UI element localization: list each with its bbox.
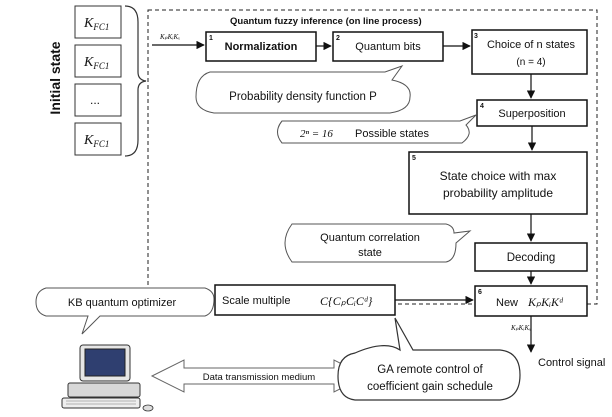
new-formula: KₚKᵢKᵈ bbox=[527, 295, 564, 309]
box-number: 6 bbox=[478, 289, 482, 296]
state-choice-line1: State choice with max bbox=[440, 169, 557, 183]
region-title: Quantum fuzzy inference (on line process… bbox=[230, 16, 422, 27]
ga-line1: GA remote control of bbox=[377, 364, 483, 376]
scale-formula: C{CₚCᵢCᵈ} bbox=[320, 294, 373, 308]
k-fc1-label: KFC1 bbox=[83, 55, 109, 71]
input-gains-label: KₚKᵢKₓ bbox=[159, 33, 180, 41]
output-gains-label: KₚKᵢKₓ bbox=[510, 324, 531, 332]
k-fc1-label: KFC1 bbox=[83, 16, 109, 32]
box-number: 4 bbox=[480, 103, 484, 110]
quantum-bits-label: Quantum bits bbox=[355, 41, 421, 53]
brace-icon bbox=[124, 5, 147, 157]
states-formula: 2ⁿ = 16 bbox=[300, 128, 333, 140]
box-number: 1 bbox=[209, 35, 213, 42]
correlation-line2: state bbox=[358, 247, 382, 259]
computer-icon bbox=[61, 344, 154, 412]
pdf-label: Probability density function P bbox=[229, 91, 377, 103]
superposition-box bbox=[476, 99, 588, 127]
choice-label-line2: (n = 4) bbox=[516, 57, 545, 68]
box-number: 3 bbox=[474, 33, 478, 40]
k-fc1-label: KFC1 bbox=[83, 133, 109, 149]
normalization-label: Normalization bbox=[225, 41, 298, 53]
states-label: Possible states bbox=[355, 128, 429, 140]
decoding-label: Decoding bbox=[507, 252, 556, 264]
transmission-label: Data transmission medium bbox=[203, 372, 316, 383]
choice-label-line1: Choice of n states bbox=[487, 39, 576, 51]
ellipsis-label: ... bbox=[90, 93, 100, 107]
kb-label: KB quantum optimizer bbox=[68, 297, 177, 309]
state-choice-box bbox=[408, 151, 588, 215]
new-label: New bbox=[496, 297, 518, 309]
scale-label: Scale multiple bbox=[222, 295, 290, 307]
initial-state-label: Initial state bbox=[47, 41, 63, 114]
control-signal-label: Control signal bbox=[538, 357, 605, 369]
superposition-label: Superposition bbox=[498, 108, 565, 120]
pdf-callout bbox=[195, 65, 411, 114]
choice-box bbox=[471, 29, 588, 75]
ga-callout bbox=[337, 317, 521, 401]
kb-callout bbox=[35, 287, 215, 335]
ga-line2: coefficient gain schedule bbox=[367, 381, 493, 393]
correlation-callout bbox=[284, 223, 472, 263]
normalization-box bbox=[205, 31, 317, 62]
box-number: 5 bbox=[412, 155, 416, 162]
correlation-line1: Quantum correlation bbox=[320, 232, 420, 244]
initial-state-group: KFC1 KFC1 ... KFC1 bbox=[74, 5, 147, 157]
states-callout bbox=[277, 114, 477, 144]
box-number: 2 bbox=[336, 35, 340, 42]
state-choice-line2: probability amplitude bbox=[443, 186, 553, 200]
